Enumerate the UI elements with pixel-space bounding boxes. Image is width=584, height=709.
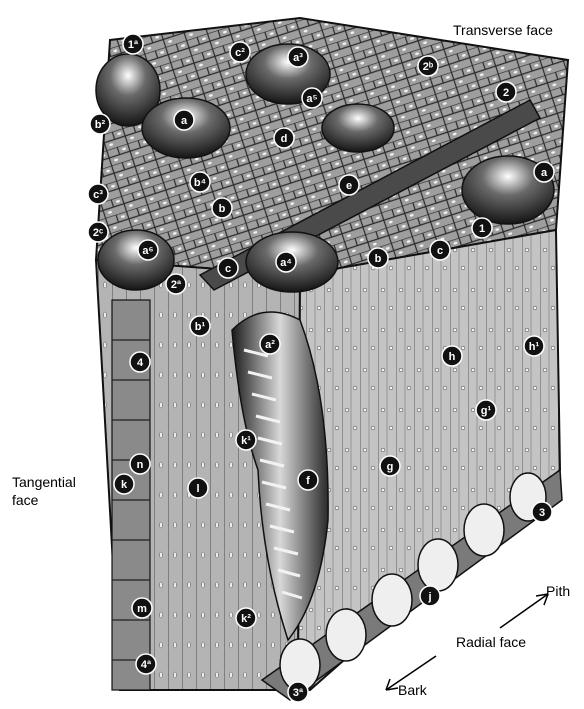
callout-f: f [298,470,318,490]
callout-2: 2 [496,82,516,102]
callout-text: g [387,461,394,473]
transverse-face-label: Transverse face [453,22,553,38]
callout-text: h¹ [529,341,540,353]
callout-text: j [427,591,431,603]
callout-text: c [437,245,443,257]
callout-b4: b⁴ [190,172,210,192]
callout-text: 3 [539,507,545,519]
callout-b1: b¹ [190,316,210,336]
callout-text: n [137,459,144,471]
callout-text: b⁴ [194,177,206,189]
callout-text: c² [235,47,245,59]
callout-text: a³ [293,52,303,64]
callout-4: 4 [130,352,150,372]
callout-text: k [121,479,128,491]
callout-text: d [281,133,288,145]
callout-text: a [181,115,188,127]
callout-k2: k² [236,608,256,628]
callout-text: l [196,483,199,495]
callout-text: 2ᶜ [93,227,103,239]
callout-text: k² [241,613,251,625]
callout-2a: 2ª [166,274,186,294]
callout-c2: c² [230,42,250,62]
callout-n: n [130,454,150,474]
callout-b2: b² [90,114,110,134]
bark-label: Bark [398,682,427,698]
callout-c_mid: c [218,258,238,278]
callout-text: b [375,253,382,265]
callout-a5_top: a⁵ [302,88,322,108]
callout-text: 2ª [171,279,182,291]
callout-text: e [346,180,352,192]
callout-text: 2ᵇ [423,61,434,73]
callout-g1: g¹ [476,400,496,420]
callout-k: k [114,474,134,494]
vessel-a6 [98,230,174,290]
radial-face-label: Radial face [456,634,526,650]
callout-text: a⁴ [280,257,292,269]
callout-m: m [132,598,152,618]
callout-text: h [449,351,456,363]
callout-text: k¹ [241,435,251,447]
callout-e: e [339,175,359,195]
callout-2b: 2ᵇ [418,56,438,76]
callout-text: 1ª [128,39,139,51]
callout-text: b² [95,119,106,131]
callout-text: 4ª [141,659,152,671]
callout-k1: k¹ [236,430,256,450]
callout-4a: 4ª [136,654,156,674]
callout-text: f [306,475,310,487]
callout-a3: a³ [288,47,308,67]
callout-c_right: c [430,240,450,260]
callout-text: 4 [137,357,144,369]
callout-1: 1 [472,218,492,238]
callout-text: c³ [93,189,103,201]
pith-arrow [500,594,548,628]
callout-2c: 2ᶜ [88,222,108,242]
vessel-d-right [322,104,394,152]
callout-text: b [219,203,226,215]
callout-a_top: a [174,110,194,130]
callout-text: a² [265,339,275,351]
callout-text: 2 [503,87,509,99]
callout-text: m [137,603,147,615]
callout-h1: h¹ [524,336,544,356]
callout-d: d [274,128,294,148]
callout-l: l [188,478,208,498]
callout-text: g¹ [481,405,492,417]
callout-1a: 1ª [123,34,143,54]
callout-g: g [380,456,400,476]
callout-text: a [541,167,548,179]
callout-text: a⁶ [142,245,153,257]
callout-text: 3ª [293,687,304,699]
callout-text: a⁵ [306,93,317,105]
callout-3a: 3ª [288,682,308,702]
pith-label: Pith [546,583,570,599]
callout-b: b [212,198,232,218]
callout-text: b¹ [195,321,206,333]
callout-a2: a² [260,334,280,354]
callout-c3: c³ [88,184,108,204]
callout-a6: a⁶ [138,240,158,260]
callout-a_right: a [534,162,554,182]
callout-3: 3 [532,502,552,522]
callout-b_mid: b [368,248,388,268]
callout-text: c [225,263,231,275]
tangential-face-label-line1: Tangential [12,474,76,490]
tangential-face-label-line2: face [12,492,38,508]
callout-j: j [420,586,440,606]
callout-h: h [442,346,462,366]
callout-text: 1 [479,223,485,235]
callout-a4: a⁴ [276,252,296,272]
